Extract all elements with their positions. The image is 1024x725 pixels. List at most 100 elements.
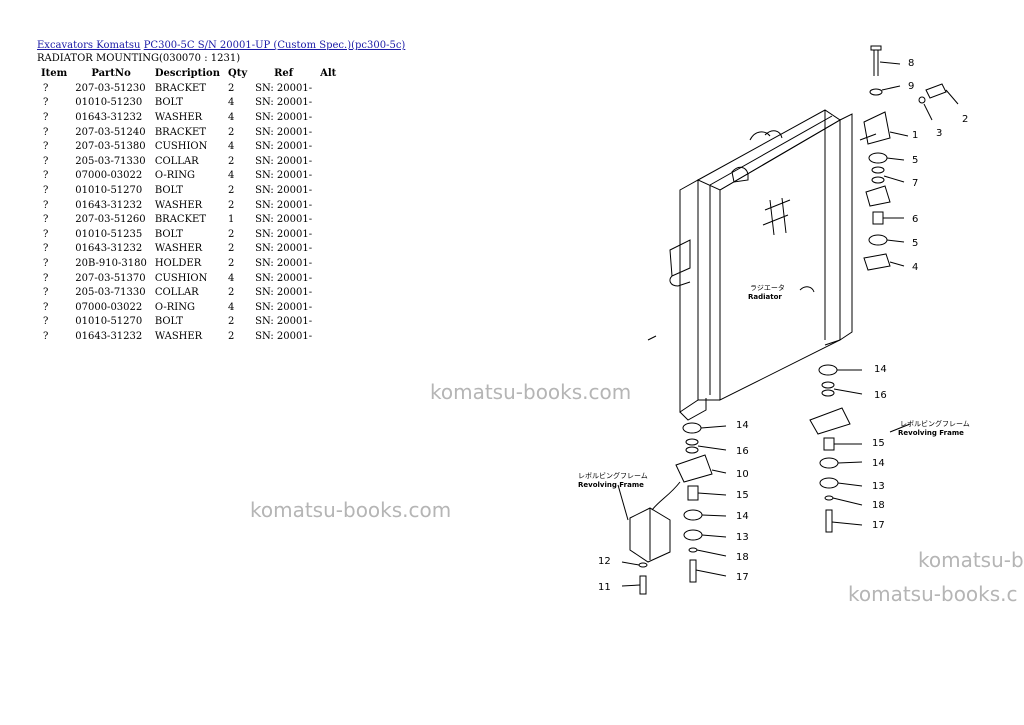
table-cell: CUSHION xyxy=(154,141,208,153)
callout-number: 3 xyxy=(936,128,942,139)
column-header: PartNo xyxy=(91,68,131,79)
table-cell: ? xyxy=(43,243,49,255)
parts-table: Item PartNo Description Qty Ref Alt ?207… xyxy=(37,66,340,344)
table-cell xyxy=(316,212,340,227)
table-cell: WASHER xyxy=(154,330,203,342)
table-row: ? 207-03-51380 CUSHION 4 SN: 20001- xyxy=(37,139,340,154)
table-cell: 207-03-51260 xyxy=(75,214,146,226)
column-header: Description xyxy=(154,68,220,79)
table-cell xyxy=(316,315,340,330)
table-cell xyxy=(316,183,340,198)
table-cell: WASHER xyxy=(154,111,203,123)
callout-number: 6 xyxy=(912,214,918,225)
table-cell: 2 xyxy=(227,155,235,167)
radiator-mounting-diagram: 8923157654141615141318171416101514131817… xyxy=(578,45,970,595)
table-cell: 2 xyxy=(227,330,235,342)
watermark: komatsu-books.com xyxy=(250,498,452,522)
callout-labels: 8923157654141615141318171416101514131817… xyxy=(598,58,968,593)
callout-number: 14 xyxy=(872,458,885,469)
callout-number: 16 xyxy=(736,446,749,457)
table-cell: SN: 20001- xyxy=(255,97,313,109)
table-cell: 207-03-51380 xyxy=(75,141,146,153)
table-cell: BRACKET xyxy=(154,126,207,138)
table-cell: ? xyxy=(43,155,49,167)
table-cell: ? xyxy=(43,170,49,182)
table-cell: SN: 20001- xyxy=(255,257,313,269)
radiator-drawing xyxy=(647,109,877,421)
table-cell: WASHER xyxy=(154,243,203,255)
table-cell: 01643-31232 xyxy=(75,330,143,342)
table-cell xyxy=(316,227,340,242)
breadcrumb-model-link[interactable]: PC300-5C S/N 20001-UP (Custom Spec.)(pc3… xyxy=(143,40,406,51)
table-cell xyxy=(316,96,340,111)
table-row: ? 01643-31232 WASHER 2 SN: 20001- xyxy=(37,329,340,344)
table-cell xyxy=(316,154,340,169)
watermark: komatsu-books.com xyxy=(430,380,632,404)
callout-number: 5 xyxy=(912,155,918,166)
column-header: Qty xyxy=(227,68,248,79)
table-cell: 2 xyxy=(227,184,235,196)
table-cell xyxy=(316,271,340,286)
table-cell: WASHER xyxy=(154,199,203,211)
table-cell: BRACKET xyxy=(154,214,207,226)
table-cell: SN: 20001- xyxy=(255,243,313,255)
breadcrumb-category-link[interactable]: Excavators Komatsu xyxy=(37,40,141,51)
table-cell: 01010-51230 xyxy=(75,97,143,109)
table-cell: ? xyxy=(43,330,49,342)
table-cell: 01010-51235 xyxy=(75,228,143,240)
callout-number: 14 xyxy=(874,364,887,375)
table-cell: ? xyxy=(43,126,49,138)
table-cell: 20B-910-3180 xyxy=(75,257,147,269)
table-cell: 2 xyxy=(227,316,235,328)
table-cell: ? xyxy=(43,199,49,211)
radiator-label: Radiator xyxy=(748,293,782,301)
callout-number: 14 xyxy=(736,511,749,522)
table-cell: SN: 20001- xyxy=(255,184,313,196)
column-header: Ref xyxy=(274,68,294,79)
frame-jp-label-left: レボルビングフレーム xyxy=(578,471,648,480)
section-title: RADIATOR MOUNTING(030070 : 1231) xyxy=(37,53,241,64)
table-cell: SN: 20001- xyxy=(255,141,313,153)
table-cell: 2 xyxy=(227,287,235,299)
table-header-row: Item PartNo Description Qty Ref Alt xyxy=(37,66,340,81)
table-cell: ? xyxy=(43,141,49,153)
table-cell xyxy=(316,300,340,315)
table-cell: SN: 20001- xyxy=(255,301,313,313)
callout-number: 8 xyxy=(908,58,914,69)
table-cell: 207-03-51230 xyxy=(75,82,146,94)
left-lower-mount-drawing xyxy=(629,422,713,595)
table-cell: ? xyxy=(43,301,49,313)
table-cell: 2 xyxy=(227,228,235,240)
table-cell: 01643-31232 xyxy=(75,199,143,211)
table-cell xyxy=(316,169,340,184)
callout-number: 11 xyxy=(598,582,611,593)
table-cell: SN: 20001- xyxy=(255,330,313,342)
table-cell: SN: 20001- xyxy=(255,199,313,211)
table-cell: 4 xyxy=(227,141,235,153)
table-cell: ? xyxy=(43,111,49,123)
table-cell: 4 xyxy=(227,111,235,123)
table-cell xyxy=(316,198,340,213)
callout-number: 18 xyxy=(736,552,749,563)
table-cell: SN: 20001- xyxy=(255,82,313,94)
table-cell: ? xyxy=(43,257,49,269)
table-cell: BOLT xyxy=(154,184,184,196)
table-cell: BOLT xyxy=(154,97,184,109)
table-cell: SN: 20001- xyxy=(255,170,313,182)
watermark: komatsu-books.c xyxy=(848,582,1018,606)
table-cell: ? xyxy=(43,316,49,328)
table-cell: 1 xyxy=(227,214,235,226)
table-cell: O-RING xyxy=(154,170,195,182)
callout-number: 13 xyxy=(736,532,749,543)
table-cell: SN: 20001- xyxy=(255,228,313,240)
table-cell xyxy=(316,125,340,140)
